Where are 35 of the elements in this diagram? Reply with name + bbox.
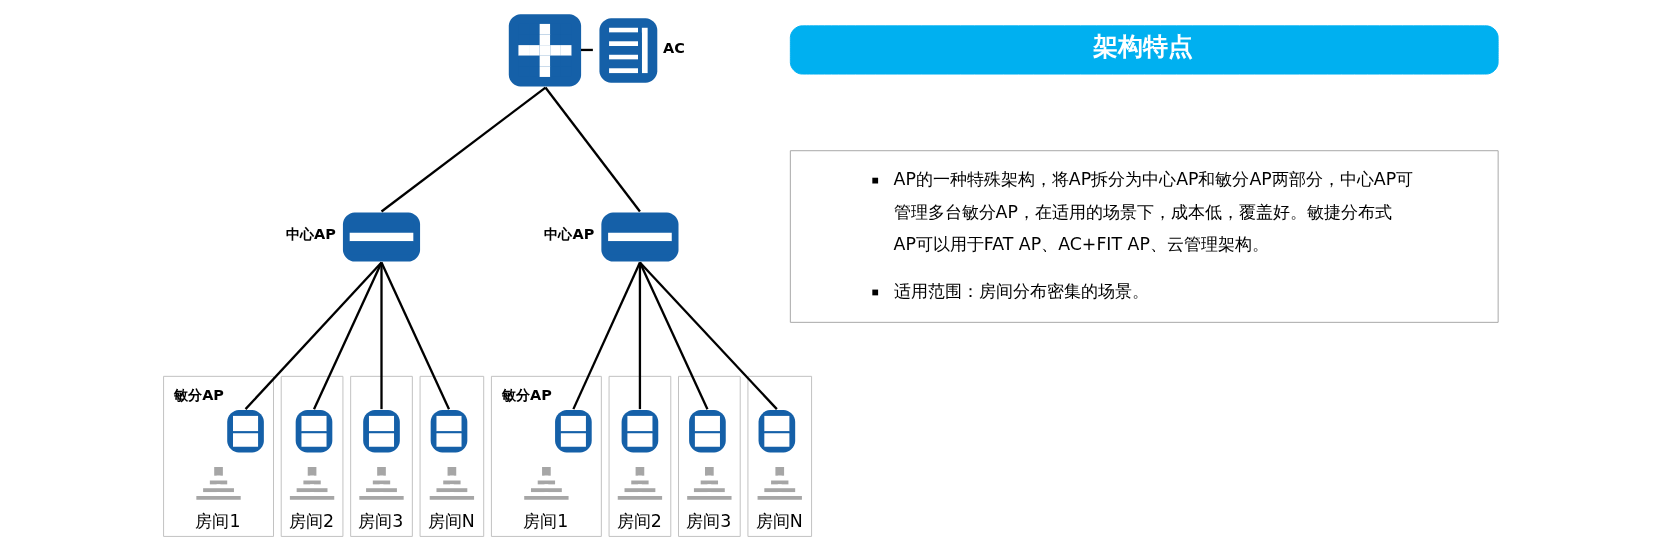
connector <box>544 86 641 213</box>
node-label: 中心AP <box>543 226 594 243</box>
node-box: 架构特点 <box>789 25 1499 75</box>
cluster: 房间3 <box>349 375 413 537</box>
node-picture <box>342 212 420 262</box>
node-label: 中心AP <box>285 226 336 243</box>
cluster: 房间2 <box>280 375 343 537</box>
node-picture <box>554 410 592 453</box>
node-picture <box>688 410 726 453</box>
node-label: 敏分AP <box>501 386 552 403</box>
cluster: 房间N <box>419 375 484 537</box>
connector <box>380 86 546 213</box>
cluster: 房间3 <box>677 375 741 537</box>
node-picture <box>430 410 467 453</box>
connector <box>379 262 383 410</box>
node-picture <box>508 14 581 87</box>
cluster: 房间2 <box>608 375 671 537</box>
node-picture <box>598 18 657 83</box>
connector <box>638 261 778 410</box>
connector <box>571 262 641 410</box>
node-label: AC <box>662 39 685 56</box>
connector <box>379 262 450 410</box>
node-picture <box>362 410 400 453</box>
node-picture <box>600 212 678 262</box>
node-picture <box>226 410 264 453</box>
connector <box>244 261 382 410</box>
connector <box>638 262 641 410</box>
node-label: 敏分AP <box>173 386 224 403</box>
node-picture <box>758 410 795 453</box>
node-picture <box>621 410 658 453</box>
connector <box>312 262 383 410</box>
connector <box>638 262 708 410</box>
node-box: AP的一种特殊架构，将AP拆分为中心AP和敏分AP两部分，中心AP可管理多台敏分AP，在适用的场景下，成本低，覆盖好。敏捷分布式AP可以用于FAT AP、AC+FIT AP、云管理架构。 适用范围：房间分布密集的场景。 <box>789 150 1499 323</box>
cluster: 房间N <box>746 375 812 537</box>
node-picture <box>295 410 332 453</box>
